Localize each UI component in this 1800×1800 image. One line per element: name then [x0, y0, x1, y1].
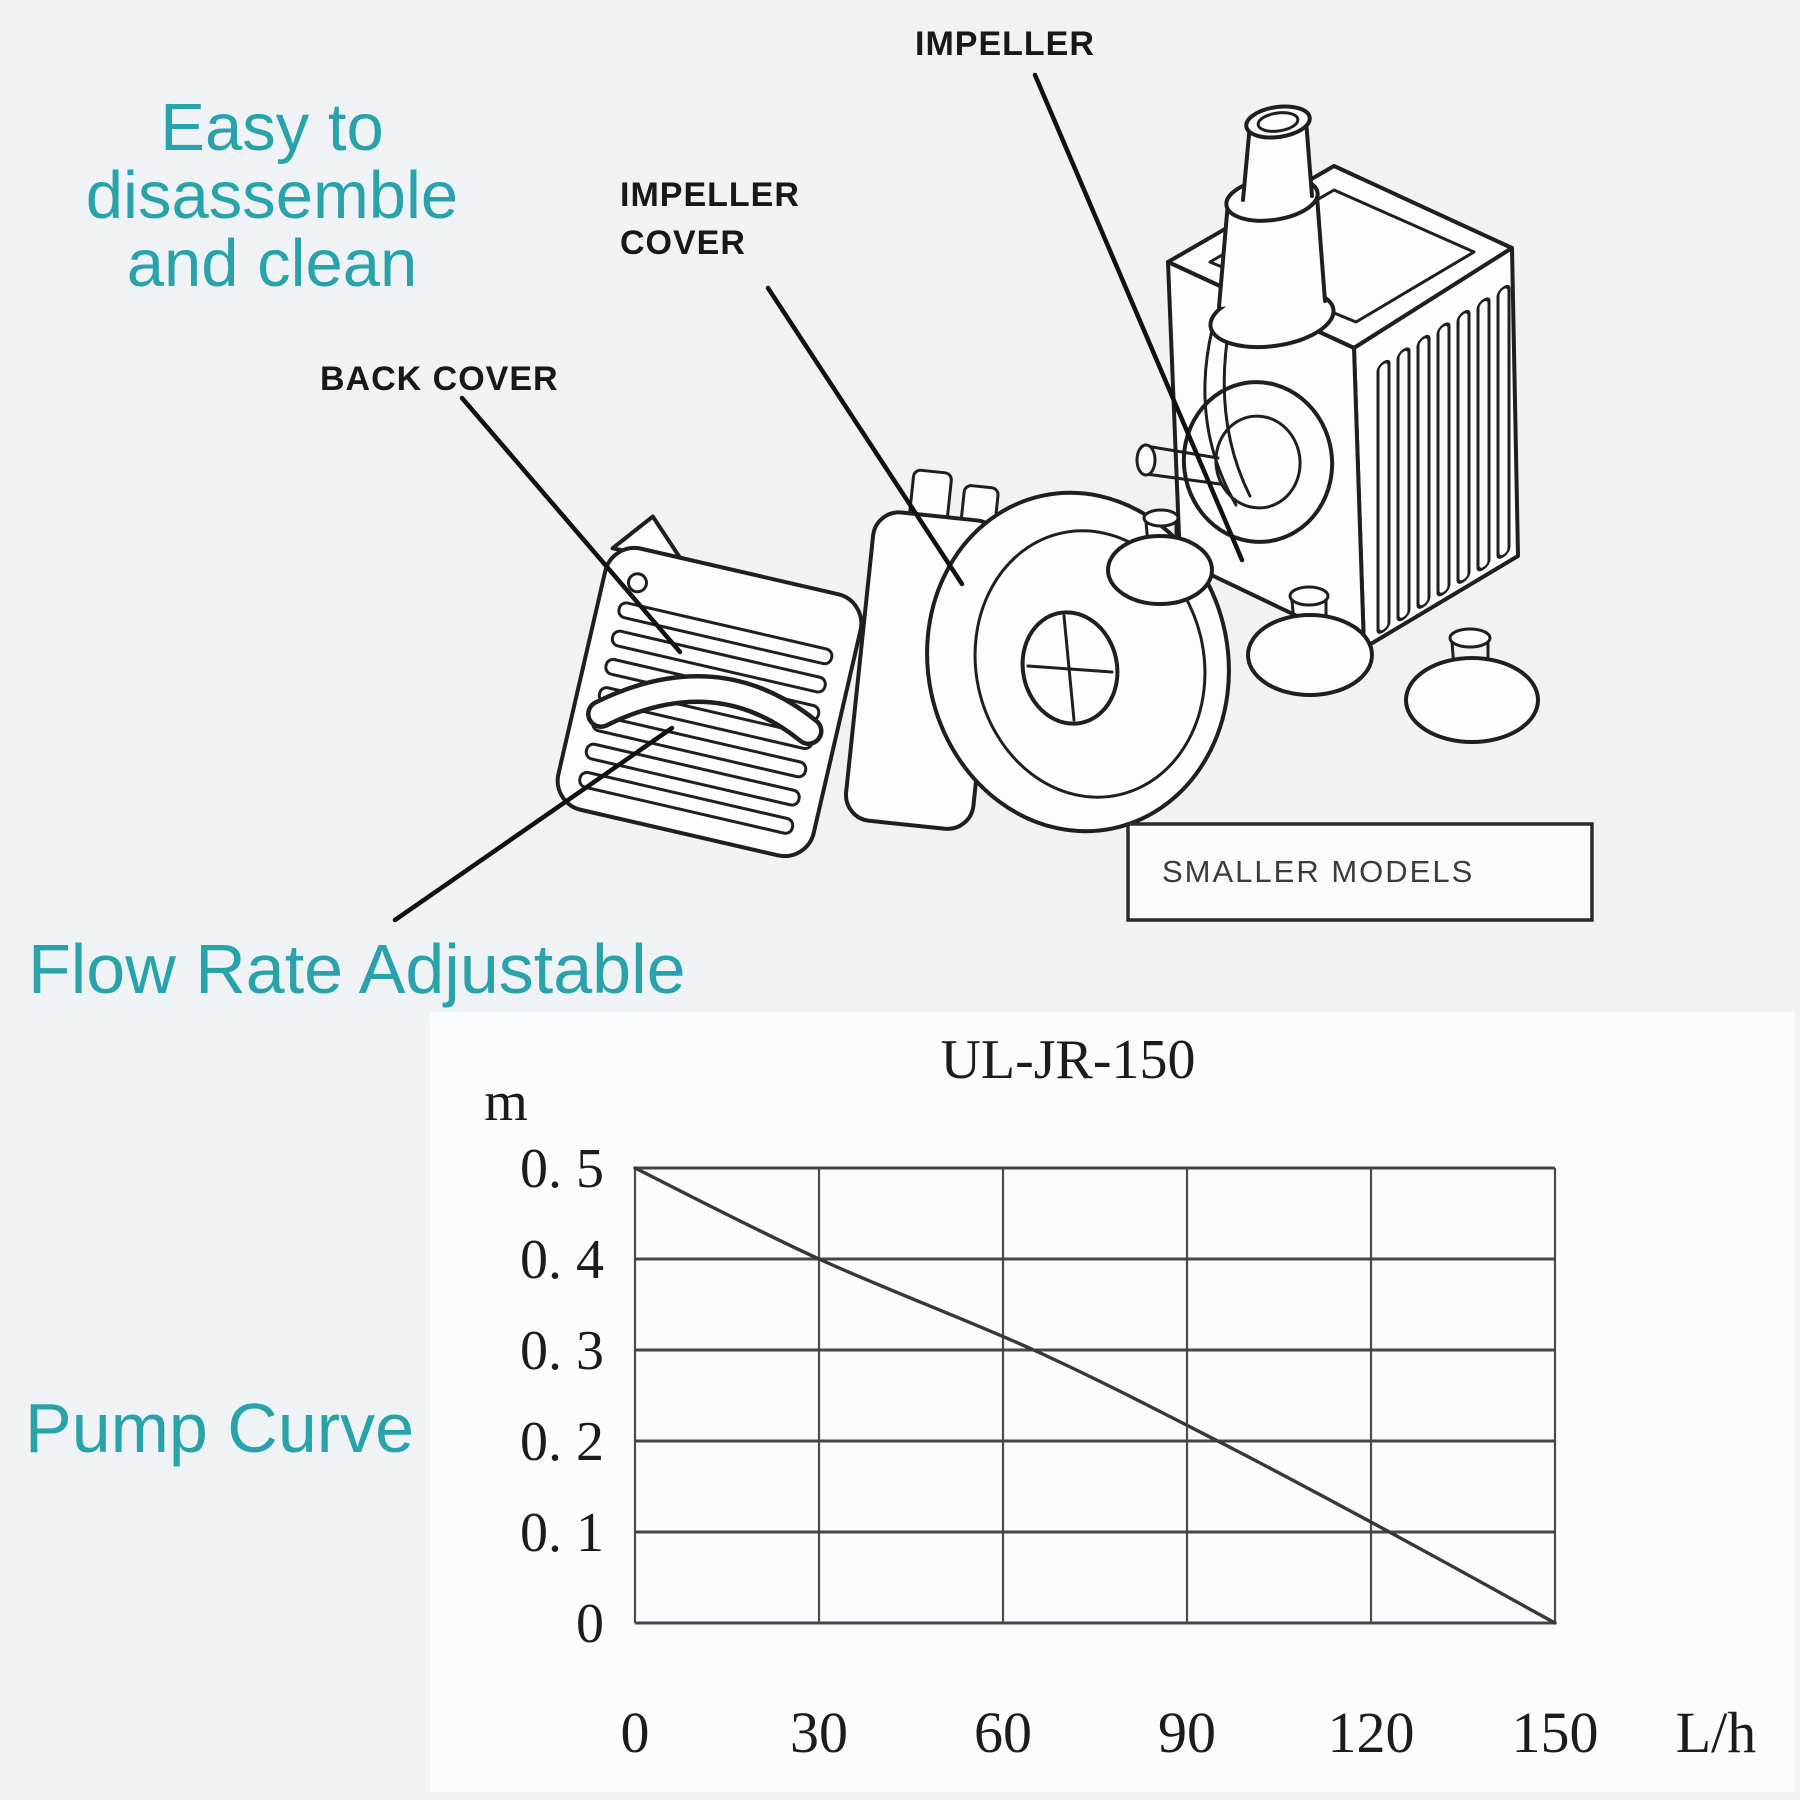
impeller-label: IMPELLER [915, 25, 1095, 63]
x-tick-label: 90 [1158, 1700, 1216, 1765]
flow-adjust-handle [590, 678, 820, 742]
back-cover-leader-line [459, 395, 683, 655]
x-tick-label: 30 [790, 1700, 848, 1765]
impeller-leader-line [1032, 72, 1245, 563]
impeller-cover-leader-line [765, 285, 965, 587]
chart-y-tick-labels: 0 0. 1 0. 2 0. 3 0. 4 0. 5 [520, 1138, 604, 1655]
suction-cup [1246, 585, 1374, 697]
chart-title: UL-JR-150 [940, 1029, 1195, 1091]
smaller-models-label: SMALLER MODELS [1162, 854, 1474, 889]
chart-grid [633, 1166, 1557, 1625]
headline-line2: disassemble [86, 158, 458, 233]
suction-cup [1404, 627, 1540, 744]
pump-curve-line [633, 1166, 1557, 1625]
y-tick-label: 0. 5 [520, 1138, 604, 1200]
x-tick-label: 0 [621, 1700, 650, 1765]
chart-x-unit: L/h [1676, 1700, 1757, 1765]
impeller-cover-label-line1: IMPELLER [620, 176, 800, 214]
leader-lines [392, 72, 1245, 923]
pump-body-part [1106, 104, 1540, 744]
pump-curve-chart: UL-JR-150 m 0 0. 1 0. 2 0. 3 0. 4 0. 5 0 30 60 9… [430, 1012, 1795, 1792]
marketing-text: Easy to disassemble and clean Flow Rate … [25, 90, 686, 1467]
suction-cup [1106, 508, 1214, 606]
impeller-cover-label-line2: COVER [620, 224, 746, 262]
chart-y-unit: m [484, 1071, 528, 1133]
back-cover-part [555, 514, 864, 859]
chart-x-tick-labels: 0 30 60 90 120 150 [621, 1700, 1599, 1765]
pump-curve-label: Pump Curve [25, 1389, 414, 1467]
headline-line3: and clean [127, 226, 418, 301]
outlet-tube [1208, 104, 1336, 350]
headline-line1: Easy to [160, 90, 383, 165]
x-tick-label: 60 [974, 1700, 1032, 1765]
flow-rate-adjustable-label: Flow Rate Adjustable [28, 930, 686, 1008]
smaller-models-box [1126, 822, 1594, 922]
x-tick-label: 120 [1328, 1700, 1415, 1765]
back-cover-label: BACK COVER [320, 360, 559, 398]
y-tick-label: 0 [576, 1593, 604, 1655]
flow-rate-leader-line [392, 725, 675, 923]
y-tick-label: 0. 1 [520, 1502, 604, 1564]
chart-panel [430, 1012, 1795, 1792]
pump-exploded-diagram: IMPELLER IMPELLER COVER BACK COVER SMALL… [320, 25, 1594, 923]
y-tick-label: 0. 2 [520, 1411, 604, 1473]
x-tick-label: 150 [1512, 1700, 1599, 1765]
y-tick-label: 0. 4 [520, 1229, 604, 1291]
y-tick-label: 0. 3 [520, 1320, 604, 1382]
